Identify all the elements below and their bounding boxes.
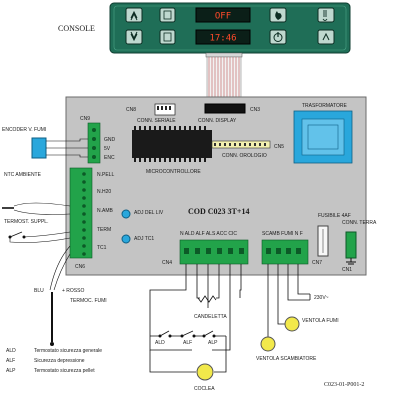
encoder-box — [31, 137, 47, 159]
console-menu-button[interactable] — [159, 29, 176, 45]
cn8-label: CN8 — [126, 107, 136, 113]
cn1-label: CN1 — [342, 267, 352, 273]
console-panel: OFF 17:46 — [109, 2, 351, 54]
console-display-top — [195, 7, 251, 23]
legend-code-alf: ALF — [6, 358, 15, 364]
console-display-bottom — [195, 29, 251, 45]
termoc-label: TERMOC. FUMI — [70, 298, 107, 304]
legend: ALD Termostato sicurezza generale ALF Si… — [6, 348, 102, 374]
cn7-label: CN7 — [312, 260, 322, 266]
cn6-pin-tc1: TC1 — [97, 245, 107, 251]
adj1-label: ADJ DEL LIV — [134, 210, 164, 216]
blu-label: BLU — [34, 288, 44, 294]
cn6-label: CN6 — [75, 264, 85, 270]
ntc-label: NTC AMBIENTE — [4, 172, 42, 178]
transformer-label: TRASFORMATORE — [302, 103, 347, 109]
display-connector — [204, 103, 246, 114]
cn6-connector — [69, 167, 93, 259]
cn6-pin-term: TERM — [97, 227, 111, 233]
legend-desc-ald: Termostato sicurezza generale — [34, 348, 102, 354]
cn9-pin-gnd: GND — [104, 137, 116, 143]
cn4-connector — [179, 239, 249, 265]
cn6-pin-namb: N.AMB — [97, 208, 114, 214]
cn9-pin-enc: ENC — [104, 155, 115, 161]
ntc-sensor — [2, 202, 71, 215]
cn6-pin-nh20: N.H20 — [97, 189, 111, 195]
ventola-scamb-label: VENTOLA SCAMBIATORE — [256, 356, 317, 362]
encoder-label-1: ENCODER V. FUMI — [2, 127, 46, 133]
cn4-pins-label: N ALD ALF ALS ACC CIC — [180, 231, 237, 237]
adj-trimmer-2[interactable] — [121, 234, 131, 244]
document-code: C023-01-P001-2 — [324, 382, 364, 388]
cn4-label: CN4 — [162, 260, 172, 266]
alp-label: ALP — [208, 340, 218, 346]
display-top-text: OFF — [215, 12, 231, 22]
ventola-scamb-motor — [260, 336, 276, 352]
coclea-label: COCLEA — [194, 386, 215, 392]
fuse — [317, 225, 329, 257]
thermocouple-probe — [50, 292, 54, 346]
cn7-pins-label: SCAMB FUMI N F — [262, 231, 303, 237]
coclea-motor — [196, 363, 214, 381]
cn6-pin-npell: N.PELL — [97, 172, 114, 178]
display-bottom-text: 17:46 — [209, 34, 236, 44]
cn4-wiring — [149, 264, 242, 351]
ventola-fumi-motor — [284, 316, 300, 332]
rosso-label: + ROSSO — [62, 288, 84, 294]
console-prog-button[interactable] — [159, 7, 176, 23]
ald-switch — [158, 330, 172, 338]
legend-desc-alf: Sicurezza depressione — [34, 358, 85, 364]
ventola-fumi-label: VENTOLA FUMI — [302, 318, 339, 324]
cn7-wiring — [267, 264, 311, 340]
cn7-connector — [261, 239, 309, 265]
cn9-pin-5v: 5V — [104, 146, 111, 152]
console-label: CONSOLE — [58, 24, 95, 33]
clock-connector — [211, 140, 271, 149]
cn5-label: CN5 — [274, 144, 284, 150]
ground-label: CONN. TERRA — [342, 220, 377, 226]
legend-desc-alp: Termostato sicurezza pellet — [34, 368, 95, 374]
candeletta-label: CANDELETTA — [194, 314, 227, 320]
legend-code-ald: ALD — [6, 348, 16, 354]
voltage-label: 230V~ — [314, 295, 329, 301]
cn3-label: CN3 — [250, 107, 260, 113]
fuse-label: FUSIBILE 4AF — [318, 213, 351, 219]
cn9-connector — [87, 122, 101, 164]
alf-switch — [180, 330, 196, 338]
legend-code-alp: ALP — [6, 368, 16, 374]
transformer — [293, 110, 353, 164]
console-up-right-button[interactable] — [317, 29, 335, 45]
microcontroller-label: MICROCONTROLLORE — [146, 169, 201, 175]
serial-connector — [154, 103, 176, 116]
alf-label: ALF — [183, 340, 192, 346]
alp-switch — [202, 330, 216, 338]
microcontroller-chip — [132, 126, 212, 162]
adj-trimmer-1[interactable] — [121, 209, 131, 219]
clock-label: CONN. OROLOGIO — [222, 153, 267, 159]
ground-connector — [345, 231, 357, 259]
ald-label: ALD — [155, 340, 165, 346]
termost-label: TERMOST. SUPPL. — [4, 219, 48, 225]
cn9-label: CN9 — [80, 116, 90, 122]
ground-symbol-icon — [346, 258, 356, 265]
board-code: COD C023 3T+14 — [188, 207, 249, 216]
display-connector-label: CONN. DISPLAY — [198, 118, 237, 124]
termost-switch — [8, 231, 71, 243]
serial-label: CONN. SERIALE — [137, 118, 176, 124]
adj2-label: ADJ TC1 — [134, 236, 154, 242]
